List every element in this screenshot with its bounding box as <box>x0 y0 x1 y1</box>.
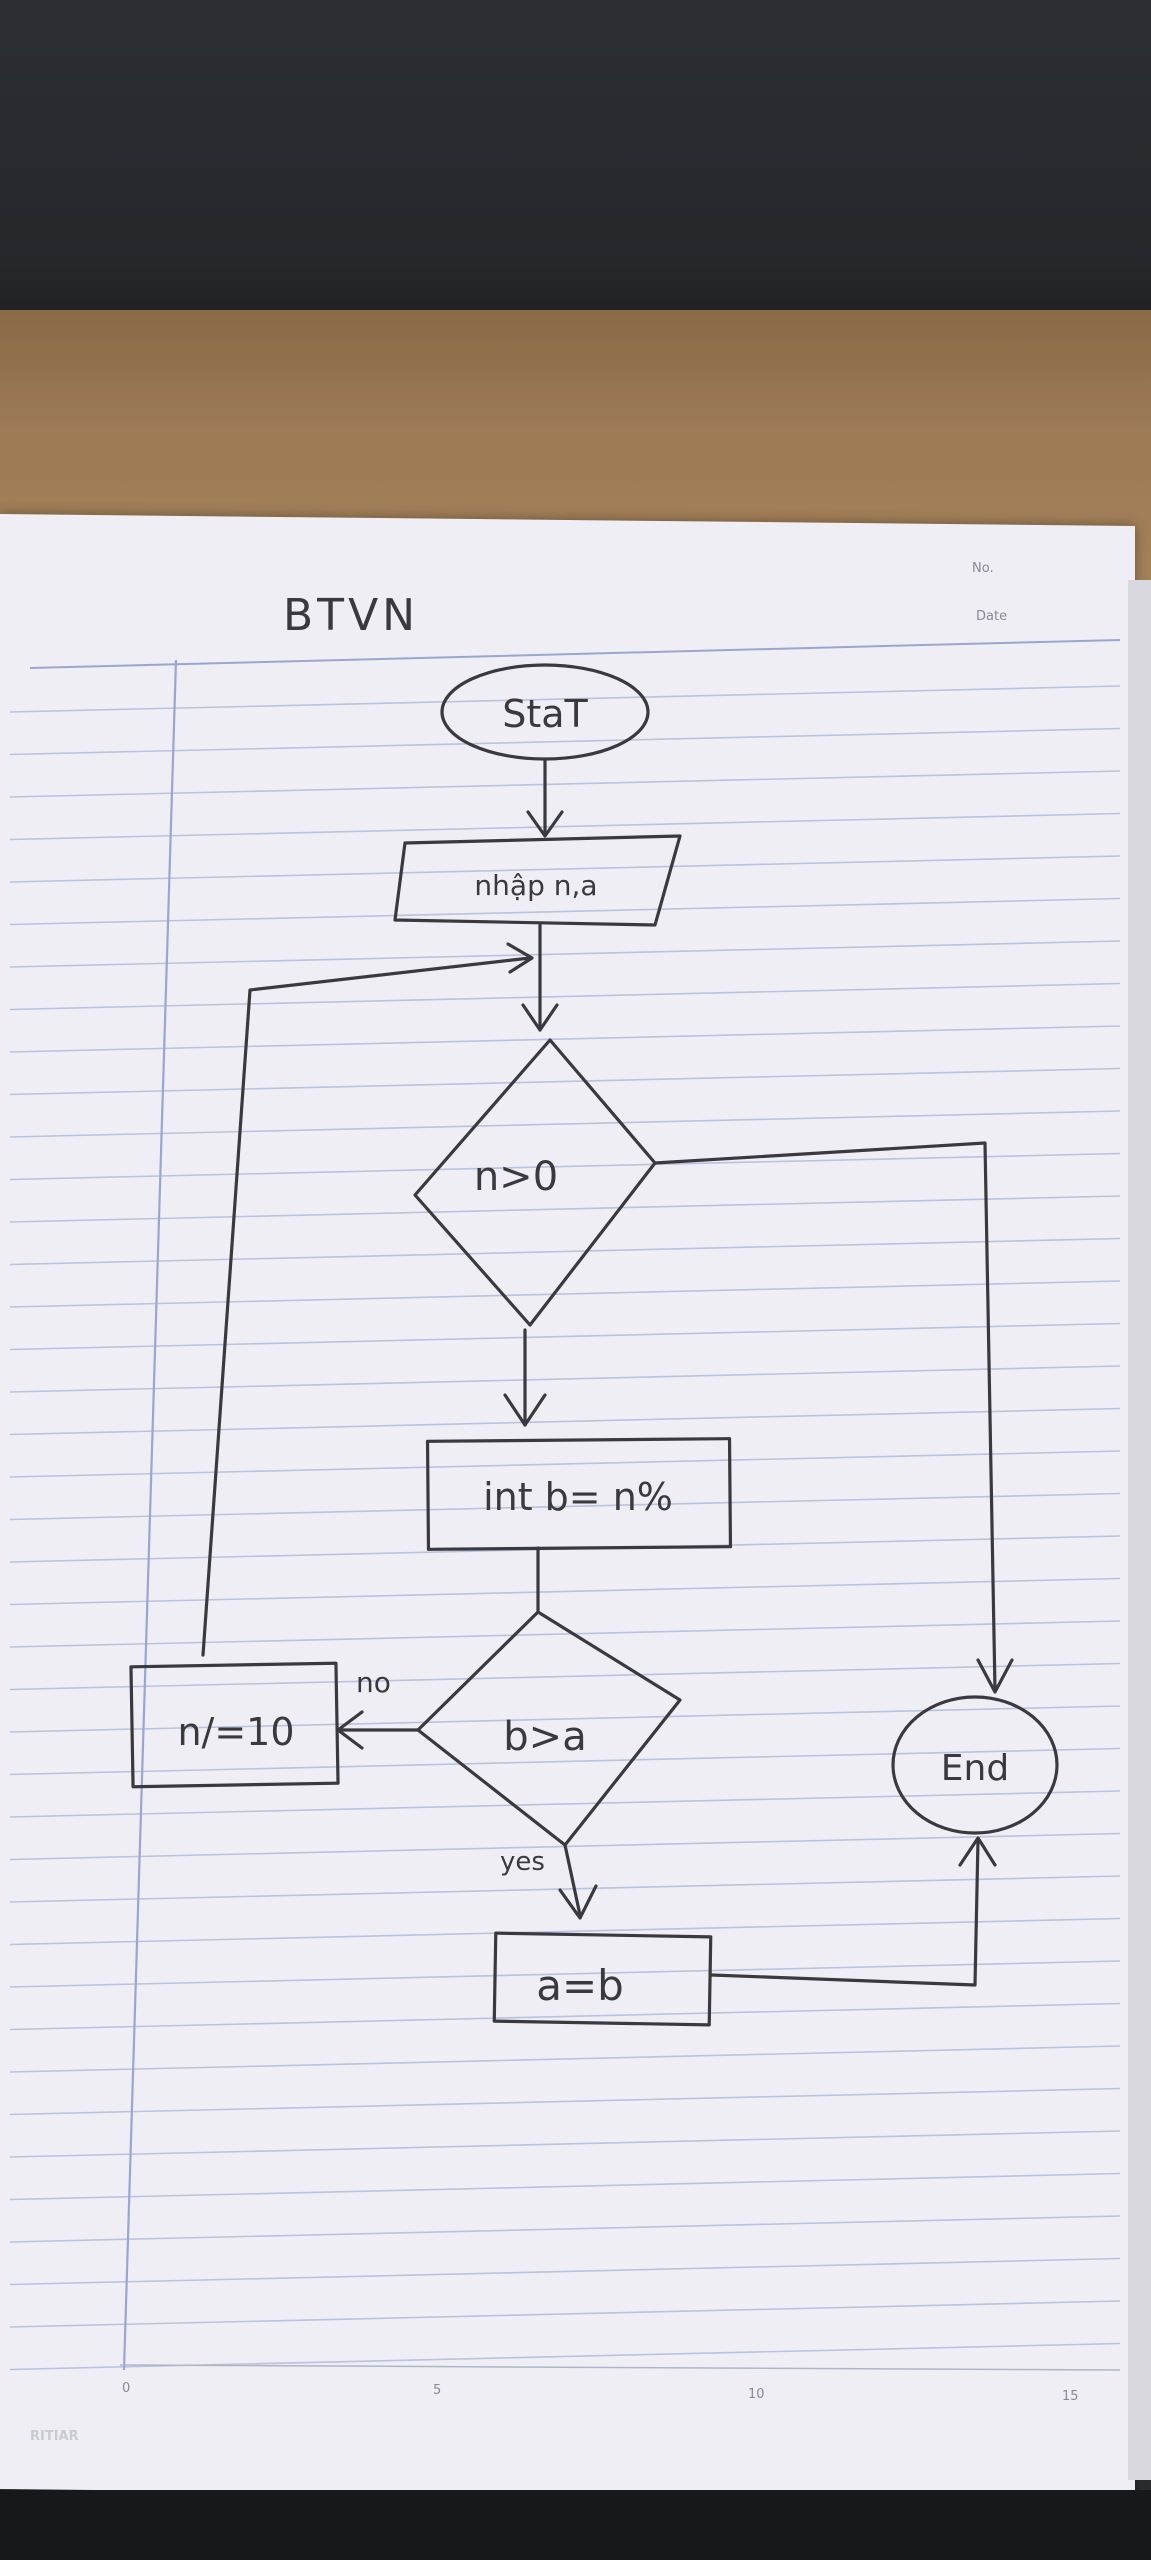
ruled-line <box>9 1280 1121 1308</box>
assign-label: a=b <box>536 1961 624 2010</box>
ruled-line <box>9 940 1121 968</box>
arrowhead-process <box>503 1393 547 1427</box>
ruled-line <box>9 2215 1121 2243</box>
ruled-line <box>9 1875 1121 1903</box>
ruled-line <box>9 1790 1121 1818</box>
ruled-line <box>9 2300 1121 2328</box>
ruled-line <box>9 1747 1121 1776</box>
ruled-line <box>9 2257 1121 2286</box>
desk-background <box>0 0 1151 330</box>
ruled-line <box>9 1237 1121 1266</box>
ruled-line <box>9 1067 1121 1096</box>
arrowhead-cond <box>521 1003 559 1032</box>
ruled-line <box>9 1322 1121 1351</box>
input-node <box>393 834 682 927</box>
page-title: BTVN <box>283 590 419 641</box>
no-label: no <box>356 1666 391 1699</box>
ruler-mark-5: 5 <box>433 2383 441 2398</box>
process-node <box>425 1437 733 1551</box>
ruled-line <box>9 2172 1121 2201</box>
arrow-assign-end <box>710 1838 980 1987</box>
page-imprint: RITIAR <box>30 2429 79 2444</box>
ruled-line <box>9 2045 1121 2073</box>
ruled-line <box>9 1195 1121 1223</box>
loop-back-arrowhead <box>506 942 534 974</box>
ruled-line <box>9 770 1121 798</box>
ruled-line <box>9 897 1121 926</box>
branch-n-to-end <box>653 1141 997 1692</box>
ruled-line <box>9 982 1121 1011</box>
ruled-line <box>9 1365 1121 1393</box>
header-no-label: No. <box>972 561 994 576</box>
ruled-lines <box>9 685 1121 2371</box>
bottom-shadow <box>0 2490 1151 2560</box>
end-node <box>891 1695 1059 1835</box>
end-label: End <box>941 1748 1009 1789</box>
ruled-line <box>9 727 1121 756</box>
ruler-mark-0: 0 <box>122 2381 130 2396</box>
start-label: StaT <box>502 692 588 736</box>
arrowhead-end-top <box>976 1658 1014 1694</box>
ruled-line <box>9 685 1121 713</box>
assign-node <box>492 1931 713 2027</box>
ruled-line <box>9 1917 1121 1946</box>
ruled-line <box>9 1620 1121 1648</box>
ruled-line <box>9 1577 1121 1606</box>
ruled-line <box>9 1025 1121 1053</box>
arrowhead-input <box>526 810 564 838</box>
header-line <box>29 639 1121 669</box>
bottom-ruler-line <box>119 2364 1121 2371</box>
branch-yes <box>563 1843 582 1917</box>
ruled-line <box>9 2002 1121 2031</box>
cond-n-label: n>0 <box>474 1154 558 1200</box>
header-date-label: Date <box>976 609 1007 624</box>
update-n-label: n/=10 <box>177 1710 294 1754</box>
loop-back-line <box>201 956 532 1657</box>
ruled-line <box>9 2087 1121 2116</box>
ruled-line <box>9 1492 1121 1521</box>
ruler-mark-10: 10 <box>748 2387 765 2402</box>
ruled-line <box>9 1450 1121 1478</box>
yes-label: yes <box>500 1847 545 1877</box>
ruled-line <box>9 1407 1121 1436</box>
margin-line <box>122 659 178 2371</box>
arrowhead-yes <box>558 1884 598 1920</box>
notebook-next-page-edge <box>1128 580 1151 2480</box>
ruler-mark-15: 15 <box>1062 2389 1079 2404</box>
ruled-line <box>9 1152 1121 1181</box>
input-label: nhập n,a <box>474 869 597 902</box>
process-label: int b= n% <box>483 1475 673 1519</box>
cond-b-label: b>a <box>503 1714 586 1760</box>
ruled-line <box>9 1110 1121 1138</box>
ruled-line <box>9 2130 1121 2158</box>
update-n-node <box>129 1661 340 1789</box>
ruled-line <box>9 1662 1121 1691</box>
ruled-line <box>9 855 1121 883</box>
ruled-line <box>9 1705 1121 1733</box>
ruled-line <box>9 1960 1121 1988</box>
ruled-line <box>9 812 1121 841</box>
decision-n-positive <box>413 1038 657 1327</box>
arrowhead-end-bottom <box>958 1836 997 1867</box>
